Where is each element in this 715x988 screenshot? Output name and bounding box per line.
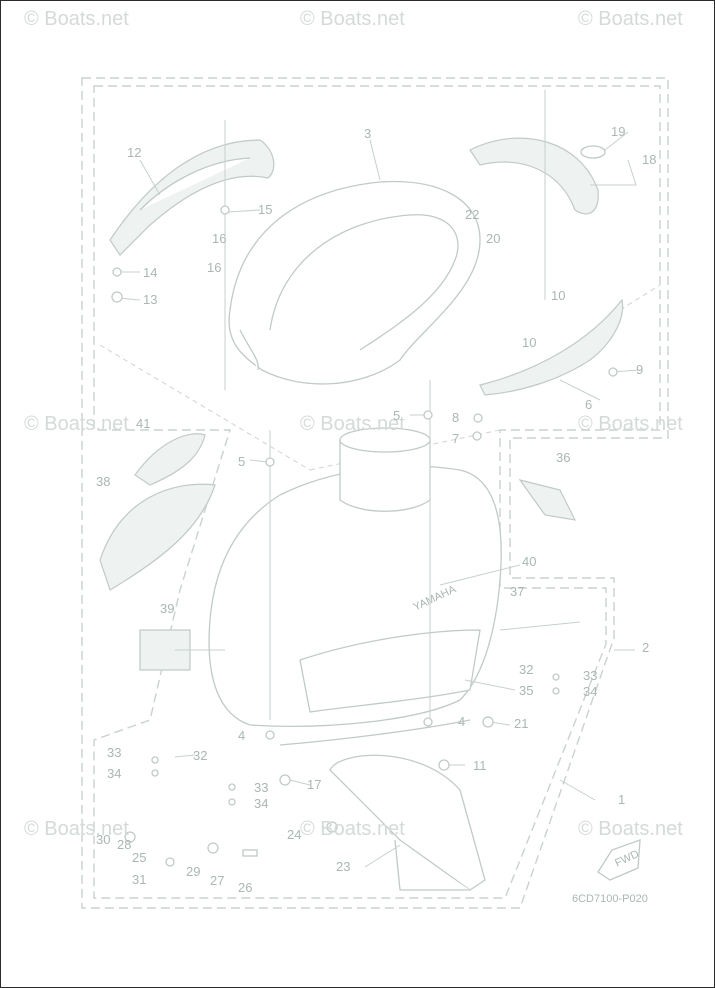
watermark-mid-right: © Boats.net xyxy=(578,413,683,435)
callout-label: 16 xyxy=(212,231,226,246)
callout-label: 21 xyxy=(514,716,528,731)
part-3-top-cowl xyxy=(228,180,481,385)
fasteners xyxy=(111,205,618,867)
callout-label: 24 xyxy=(287,827,301,842)
watermark-bottom-left: © Boats.net xyxy=(24,818,129,840)
callout-label: 4 xyxy=(238,728,245,743)
callout-label: 3 xyxy=(364,126,371,141)
callout-label: 7 xyxy=(452,431,459,446)
callout-label: 34 xyxy=(254,796,268,811)
callout-label: 9 xyxy=(636,362,643,377)
callout-label: 19 xyxy=(611,124,625,139)
callout-label: 23 xyxy=(336,859,350,874)
callout-label: 27 xyxy=(210,873,224,888)
callout-label: 37 xyxy=(510,584,524,599)
callout-label: 31 xyxy=(132,872,146,887)
fwd-arrow-icon: FWD xyxy=(597,839,641,881)
callout-label: 11 xyxy=(473,758,487,773)
callout-label: 6 xyxy=(585,397,592,412)
watermark-top-left: © Boats.net xyxy=(24,8,129,30)
watermark-bottom-center: © Boats.net xyxy=(300,818,405,840)
part-18-bracket xyxy=(469,137,606,215)
callout-label: 33 xyxy=(583,668,597,683)
callout-label: 36 xyxy=(556,450,570,465)
callout-label: 32 xyxy=(519,662,533,677)
callout-label: 41 xyxy=(136,416,150,431)
callout-label: 13 xyxy=(143,292,157,307)
watermark-top-right: © Boats.net xyxy=(578,8,683,30)
callout-label: 32 xyxy=(193,748,207,763)
top-cowl-boundary xyxy=(99,284,661,471)
watermark-bottom-right: © Boats.net xyxy=(578,818,683,840)
part-38-decal xyxy=(99,483,216,591)
callout-label: 38 xyxy=(96,474,110,489)
callout-label: 17 xyxy=(307,777,321,792)
part-36-decal xyxy=(518,479,577,521)
callout-label: 5 xyxy=(393,408,400,423)
callout-label: 28 xyxy=(117,837,131,852)
callout-label: 14 xyxy=(143,265,157,280)
callout-label: 34 xyxy=(583,684,597,699)
callout-labels: 1 2 3 4 4 5 5 6 7 8 9 10 10 11 12 13 14 … xyxy=(96,124,656,895)
assembly-boundary-outer xyxy=(81,77,669,909)
callout-label: 33 xyxy=(254,780,268,795)
callout-label: 12 xyxy=(127,145,141,160)
part-23-lower-bracket xyxy=(329,754,486,891)
watermark-mid-left: © Boats.net xyxy=(24,413,129,435)
callout-label: 33 xyxy=(107,745,121,760)
callout-label: 8 xyxy=(452,410,459,425)
callout-label: 40 xyxy=(522,554,536,569)
part-41-decal xyxy=(134,433,206,486)
part-6-bracket xyxy=(479,298,624,396)
callout-label: 20 xyxy=(486,231,500,246)
callout-label: 16 xyxy=(207,260,221,275)
callout-label: 29 xyxy=(186,864,200,879)
callout-label: 35 xyxy=(519,683,533,698)
watermark-mid-center: © Boats.net xyxy=(300,413,405,435)
callout-label: 26 xyxy=(238,880,252,895)
callout-label: 30 xyxy=(96,832,110,847)
watermark-top-center: © Boats.net xyxy=(300,8,405,30)
callout-label: 10 xyxy=(551,288,565,303)
callout-label: 25 xyxy=(132,850,146,865)
diagram-code: 6CD7100-P020 xyxy=(572,893,648,905)
callout-label: 34 xyxy=(107,766,121,781)
part-12-bracket xyxy=(109,139,275,256)
callout-label: 15 xyxy=(258,202,272,217)
callout-label: 2 xyxy=(642,640,649,655)
callout-label: 1 xyxy=(618,792,625,807)
callout-label: 5 xyxy=(238,454,245,469)
callout-label: 18 xyxy=(642,152,656,167)
callout-label: 10 xyxy=(522,335,536,350)
assembly-boundary-inner xyxy=(93,85,661,899)
callout-label: 4 xyxy=(458,714,465,729)
callout-label: 22 xyxy=(465,207,479,222)
part-2-bottom-cowl xyxy=(208,427,502,746)
callout-label: 39 xyxy=(160,601,174,616)
